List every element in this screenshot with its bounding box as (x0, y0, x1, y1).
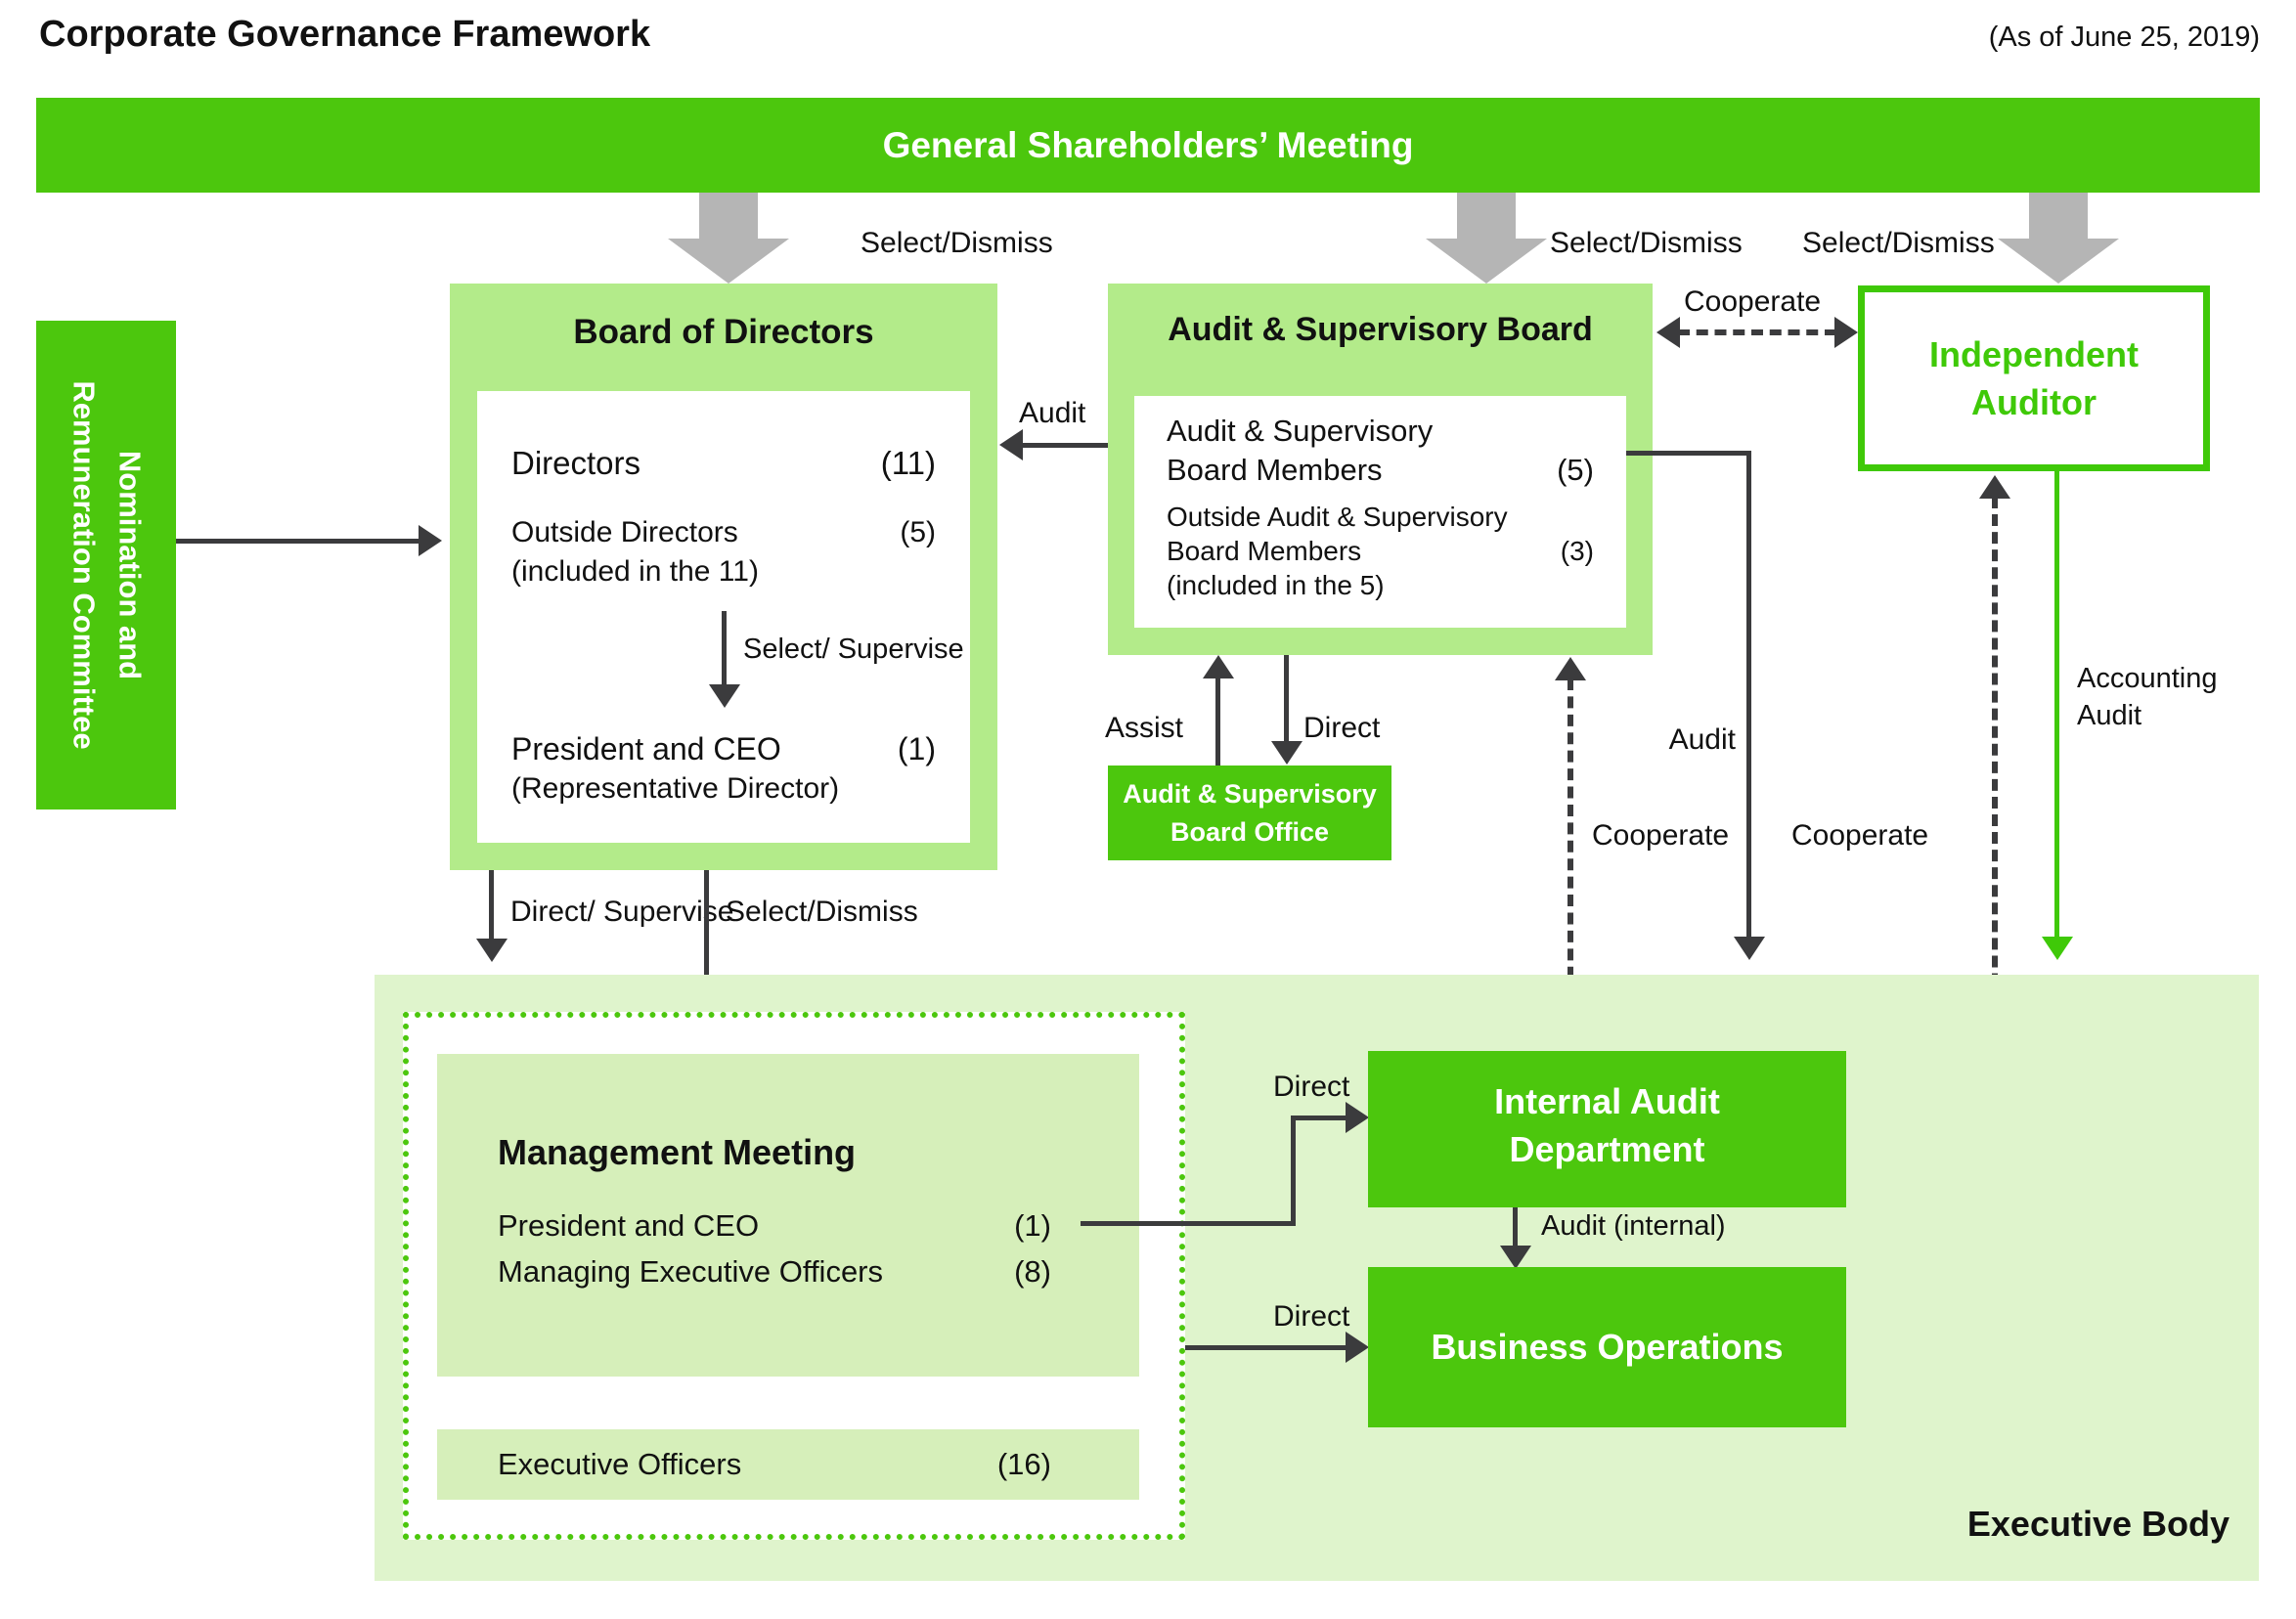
down-arrow-icon (709, 684, 740, 708)
asb-members-count: (5) (1557, 453, 1594, 487)
internal-audit-line2: Department (1509, 1128, 1705, 1169)
up-arrow-icon (1203, 655, 1234, 678)
board-of-directors-title: Board of Directors (573, 313, 874, 351)
asb-inner-box: Audit & Supervisory Board Members (5) Ou… (1134, 396, 1626, 628)
audit-line (1023, 443, 1111, 448)
down-arrow-icon (1734, 937, 1765, 960)
direct-label: Direct (1303, 712, 1381, 744)
direct-supervise-label: Direct/ Supervise (510, 896, 734, 928)
right-arrow-icon (419, 525, 442, 556)
select-supervise-label: Select/ Supervise (743, 634, 964, 665)
asb-outside-note: (included in the 5) (1167, 570, 1385, 600)
direct-supervise-line (489, 870, 494, 941)
mm-managing-officers-label: Managing Executive Officers (498, 1254, 884, 1289)
executive-officers-label: Executive Officers (498, 1447, 742, 1481)
down-arrow-icon (1271, 741, 1303, 765)
right-arrow-icon (1346, 1102, 1369, 1133)
left-arrow-icon (999, 429, 1023, 460)
president-ceo-count: (1) (897, 731, 936, 766)
business-operations-box: Business Operations (1368, 1267, 1846, 1427)
assist-label: Assist (1104, 712, 1183, 744)
directors-count: (11) (880, 445, 936, 481)
direct-line (1185, 1345, 1351, 1350)
assist-line (1215, 677, 1220, 766)
cooperate-dashed-line (1678, 329, 1836, 335)
select-supervise-line (722, 611, 727, 689)
as-of-date: (As of June 25, 2019) (1988, 22, 2260, 53)
direct-label: Direct (1273, 1300, 1350, 1333)
asb-outside-line1: Outside Audit & Supervisory (1167, 502, 1508, 532)
directors-label: Directors (511, 445, 641, 481)
direct-elbow-line (1081, 1221, 1296, 1226)
cooperate-label: Cooperate (1791, 819, 1929, 852)
direct-line (1284, 655, 1289, 743)
select-dismiss-label: Select/Dismiss (1802, 227, 1995, 259)
cooperate-dashed-line (1992, 497, 1998, 1144)
asb-members-line1: Audit & Supervisory (1167, 414, 1434, 448)
mm-managing-officers-count: (8) (1014, 1254, 1051, 1289)
asb-office-box: Audit & Supervisory Board Office (1108, 766, 1391, 860)
management-meeting-title: Management Meeting (498, 1132, 857, 1172)
audit-elbow-line (1746, 451, 1751, 940)
accounting-audit-label: Audit (2077, 700, 2142, 731)
mm-president-count: (1) (1014, 1208, 1051, 1243)
committee-to-board-line (176, 539, 420, 544)
independent-auditor-line2: Auditor (1971, 381, 2097, 422)
cooperate-dashed-line (1567, 678, 1573, 1032)
direct-label: Direct (1273, 1071, 1350, 1103)
block-down-arrow-icon (668, 193, 789, 284)
page-title: Corporate Governance Framework (39, 14, 651, 55)
right-arrow-icon (1834, 317, 1858, 348)
audit-supervisory-board-title: Audit & Supervisory Board (1168, 311, 1593, 348)
asb-office-line2: Board Office (1170, 817, 1330, 848)
asb-members-line2: Board Members (1167, 453, 1383, 487)
asb-outside-count: (3) (1560, 536, 1594, 566)
accounting-audit-label: Accounting (2077, 663, 2218, 694)
cooperate-label: Cooperate (1592, 819, 1730, 852)
outside-directors-label: Outside Directors (511, 516, 738, 548)
independent-auditor-box: Independent Auditor (1858, 285, 2210, 471)
direct-elbow-line (1291, 1116, 1296, 1226)
block-down-arrow-icon (1998, 193, 2119, 284)
executive-officers-count: (16) (996, 1447, 1051, 1481)
general-shareholders-meeting-box: General Shareholders’ Meeting (36, 98, 2260, 193)
outside-directors-count: (5) (900, 516, 936, 548)
mm-president-label: President and CEO (498, 1208, 760, 1243)
independent-auditor-line1: Independent (1929, 334, 2139, 374)
block-down-arrow-icon (1426, 193, 1547, 284)
asb-outside-line2: Board Members (1167, 536, 1362, 566)
up-arrow-icon (1555, 657, 1586, 680)
audit-internal-line (1513, 1207, 1518, 1248)
right-arrow-icon (1346, 1332, 1369, 1363)
executive-officers-box: Executive Officers (16) (437, 1429, 1139, 1500)
board-of-directors-inner-box: Directors (11) Outside Directors (5) (in… (477, 391, 970, 843)
down-arrow-icon (2042, 937, 2073, 960)
accounting-audit-line (2054, 471, 2059, 939)
direct-elbow-line (1291, 1116, 1351, 1120)
asb-office-line1: Audit & Supervisory (1123, 779, 1377, 809)
down-arrow-icon (476, 939, 508, 962)
executive-body-label: Executive Body (1966, 1504, 2230, 1544)
select-dismiss-label: Select/Dismiss (861, 227, 1053, 259)
internal-audit-line1: Internal Audit (1494, 1081, 1720, 1121)
outside-directors-note: (included in the 11) (511, 555, 759, 588)
up-arrow-icon (1979, 475, 2010, 499)
audit-label: Audit (1668, 723, 1736, 756)
down-arrow-icon (1500, 1246, 1531, 1269)
select-dismiss-label: Select/Dismiss (1550, 227, 1743, 259)
cooperate-label: Cooperate (1684, 285, 1822, 318)
audit-internal-label: Audit (internal) (1541, 1210, 1726, 1242)
left-arrow-icon (1656, 317, 1680, 348)
audit-elbow-line (1626, 451, 1751, 456)
internal-audit-department-box: Internal Audit Department (1368, 1051, 1846, 1207)
select-dismiss-line (704, 870, 709, 983)
select-dismiss-label: Select/Dismiss (726, 896, 918, 928)
president-ceo-note: (Representative Director) (511, 772, 840, 805)
management-meeting-box: Management Meeting President and CEO (1)… (437, 1054, 1139, 1377)
audit-label: Audit (1019, 397, 1086, 429)
president-ceo-label: President and CEO (511, 731, 781, 766)
